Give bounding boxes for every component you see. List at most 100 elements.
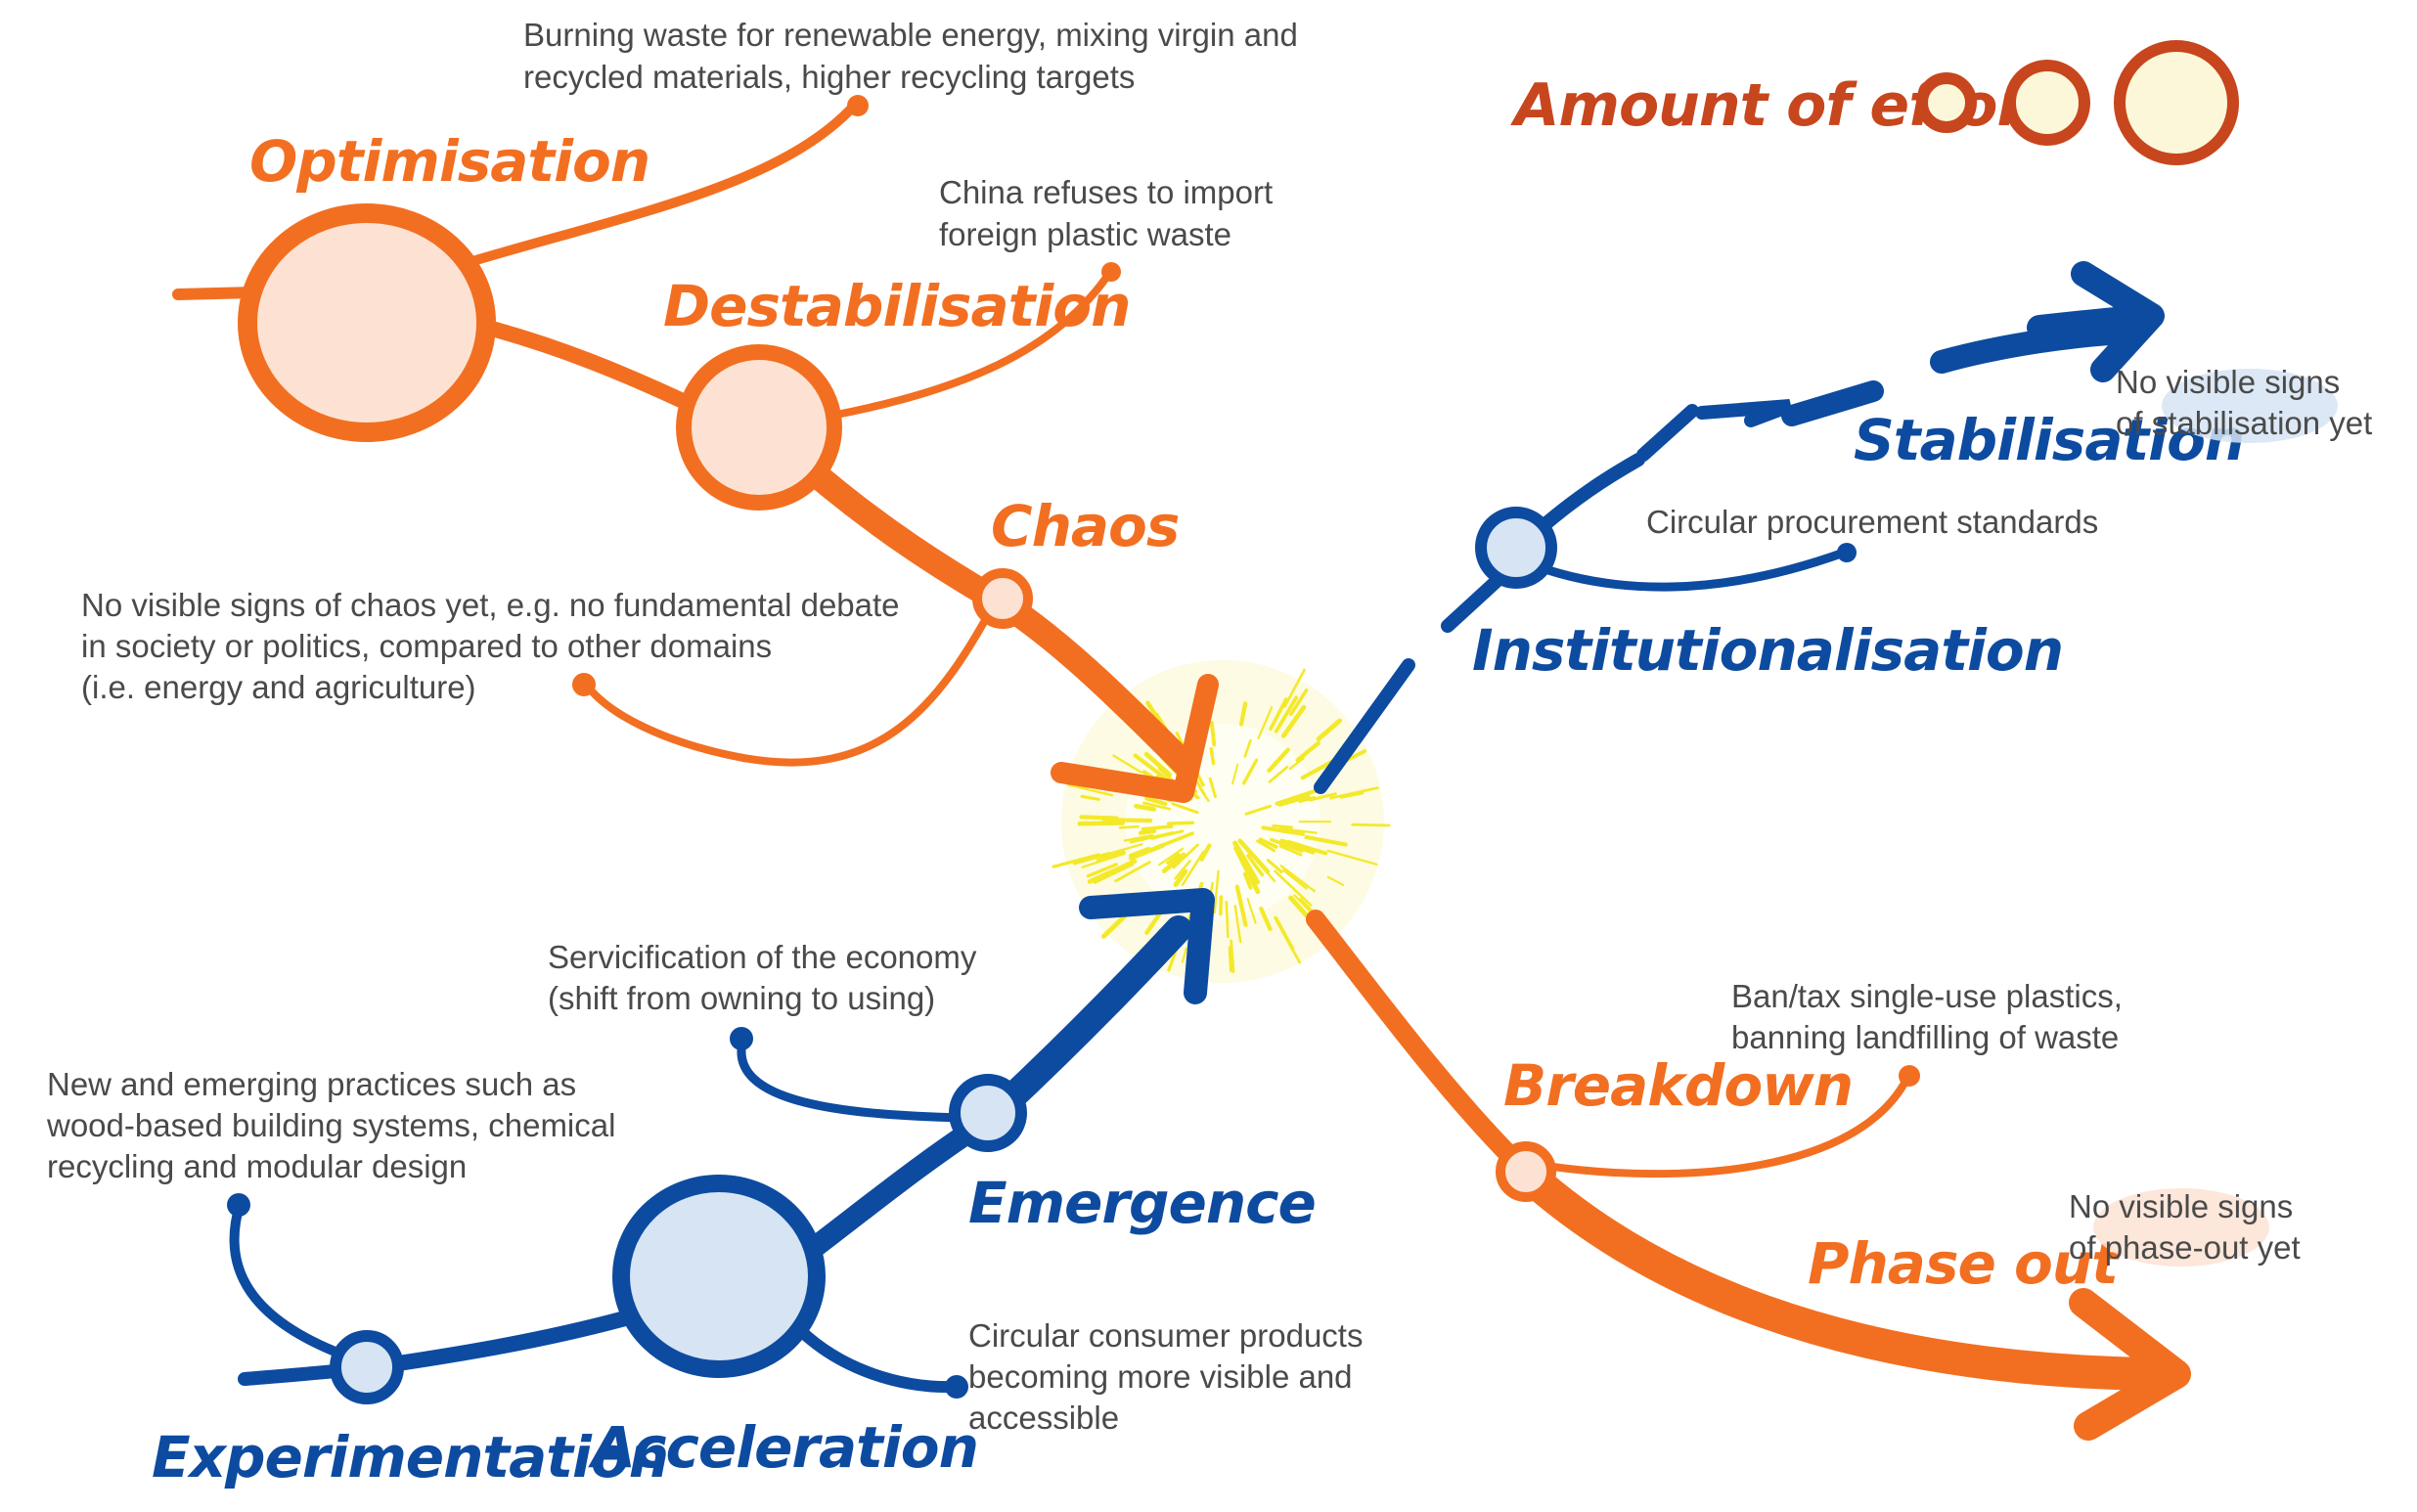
burst-ray	[1278, 844, 1303, 857]
breakdown-label: Breakdown	[1503, 1052, 1853, 1119]
burst-ray	[1143, 751, 1172, 778]
emergence-label: Emergence	[968, 1170, 1316, 1236]
burst-ray	[1052, 853, 1100, 868]
burst-ray	[1257, 706, 1274, 740]
destabilisation-leader	[828, 268, 1114, 420]
burst-ray	[1079, 815, 1119, 821]
stabilisation-dash-3	[1781, 380, 1884, 426]
burst-ray	[1077, 821, 1126, 826]
burst-ray	[1268, 765, 1289, 783]
chaos-label: Chaos	[991, 493, 1179, 559]
burst-ray	[1316, 718, 1342, 741]
stabilisation-highlight	[2162, 369, 2338, 443]
destabilisation-note: China refuses to import foreign plastic …	[939, 174, 1281, 252]
burst-ray	[1141, 824, 1174, 831]
burst-ray	[1241, 758, 1259, 785]
phase-out-note: No visible signs of phase-out yet	[2069, 1188, 2302, 1266]
breakdown-leader-dot	[1899, 1065, 1920, 1087]
niche-post-line	[1314, 658, 1415, 794]
burst-ray	[1272, 823, 1293, 829]
acceleration-leader	[794, 1324, 962, 1394]
burst-ray	[1123, 833, 1154, 842]
burst-ray	[1133, 753, 1171, 783]
acceleration-node	[612, 1175, 826, 1378]
burst-ray	[1144, 796, 1168, 807]
burst-ray	[1231, 763, 1239, 785]
burst-ray	[1158, 847, 1185, 867]
burst-ray	[1209, 720, 1217, 747]
regime-tail-stroke	[172, 287, 260, 300]
regime-curve: Optimisation Destabilisation Chaos Break…	[172, 95, 2191, 1441]
burst-ray	[1181, 947, 1187, 963]
stabilisation-dash-5	[1994, 346, 2075, 353]
acceleration-leader-dot	[945, 1375, 968, 1399]
burst-ray	[1134, 803, 1157, 812]
emergence-note: Servicification of the economy (shift fr…	[548, 939, 986, 1016]
destabilisation-leader-dot	[1101, 262, 1121, 282]
burst-ray	[1269, 697, 1288, 732]
stabilisation-dash-4	[1930, 321, 2134, 374]
stabilisation-dash-1	[1636, 404, 1699, 462]
experimentation-node	[330, 1330, 404, 1404]
breakdown-note: Ban/tax single-use plastics, banning lan…	[1731, 978, 2131, 1055]
burst-ray	[1080, 794, 1100, 801]
burst-ray	[1259, 906, 1273, 932]
burst-ray	[1128, 848, 1147, 859]
burst-ray	[1114, 861, 1151, 883]
regime-arrowhead	[1051, 674, 1219, 803]
burst-ray	[1261, 825, 1305, 836]
burst-ray	[1288, 757, 1305, 771]
burst-ray	[1096, 850, 1126, 864]
emergence-leader	[737, 1034, 968, 1123]
burst-ray	[1232, 840, 1260, 885]
burst-ray	[1244, 804, 1273, 816]
burst-ray	[1234, 884, 1248, 927]
stabilisation-note: No visible signs of stabilisation yet	[2116, 364, 2372, 441]
burst-ray	[1129, 831, 1174, 844]
burst-ray	[1112, 754, 1142, 774]
burst-ray	[1171, 802, 1199, 815]
legend-circle-small	[1916, 72, 1977, 133]
burst-ray	[1280, 704, 1307, 738]
experimentation-leader-dot	[227, 1193, 250, 1217]
burst-ray	[1237, 838, 1271, 874]
destabilisation-node	[676, 344, 842, 511]
niche-line-lower	[364, 1308, 644, 1375]
stabilisation-arrowhead	[2071, 261, 2165, 382]
burst-ray	[1270, 837, 1304, 853]
burst-ray	[1275, 786, 1323, 806]
burst-ray	[1289, 688, 1309, 717]
burst-ray	[1246, 897, 1257, 924]
burst-ray	[1351, 823, 1391, 827]
burst-ray	[1326, 849, 1378, 866]
burst-ray	[1086, 863, 1118, 878]
optimisation-note: Burning waste for renewable energy, mixi…	[523, 17, 1307, 95]
destabilisation-label: Destabilisation	[663, 273, 1130, 339]
optimisation-node	[238, 203, 496, 442]
emergence-leader-dot	[730, 1027, 753, 1050]
experimentation-label: Experimentation	[152, 1424, 668, 1490]
burst-ray	[1198, 787, 1210, 802]
burst-ray	[1161, 852, 1186, 873]
phase-out-highlight	[2093, 1188, 2269, 1267]
burst-ray	[1308, 792, 1337, 802]
burst-ray	[1213, 869, 1220, 914]
experimentation-note: New and emerging practices such as wood-…	[46, 1066, 625, 1184]
acceleration-label: Acceleration	[588, 1414, 978, 1481]
optimisation-label: Optimisation	[249, 128, 649, 195]
phase-out-label: Phase out	[1808, 1230, 2121, 1297]
breakdown-leader	[1542, 1074, 1911, 1178]
burst-ray	[1143, 831, 1194, 854]
burst-ray	[1326, 875, 1345, 886]
burst-ray	[1066, 783, 1114, 797]
burst-ray	[1138, 828, 1157, 835]
niche-curve: Experimentation Acceleration Emergence I…	[152, 261, 2245, 1490]
burst-ray	[1174, 860, 1191, 880]
burst-ray	[1328, 786, 1379, 800]
burst-ray	[1274, 915, 1295, 951]
phase-out-arrowhead	[2069, 1288, 2191, 1441]
burst-ray	[1274, 869, 1313, 907]
burst-ray	[1087, 859, 1138, 884]
burst-ray	[1283, 668, 1306, 709]
burst-ray	[1278, 826, 1318, 834]
